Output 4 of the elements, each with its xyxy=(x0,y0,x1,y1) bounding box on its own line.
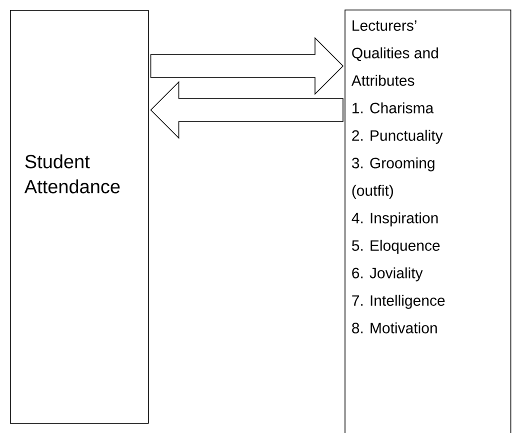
attendance-box: Student Attendance xyxy=(10,10,149,424)
block-arrow xyxy=(150,81,344,139)
qualities-box: Lecturers’ Qualities and Attributes 1. Charisma 2. Punctuality 3. Grooming (outfit) 4. Inspiration 5. Eloquence 6. Joviality 7. Intelligence 8. Motivation xyxy=(344,10,512,433)
block-arrow xyxy=(150,37,344,95)
